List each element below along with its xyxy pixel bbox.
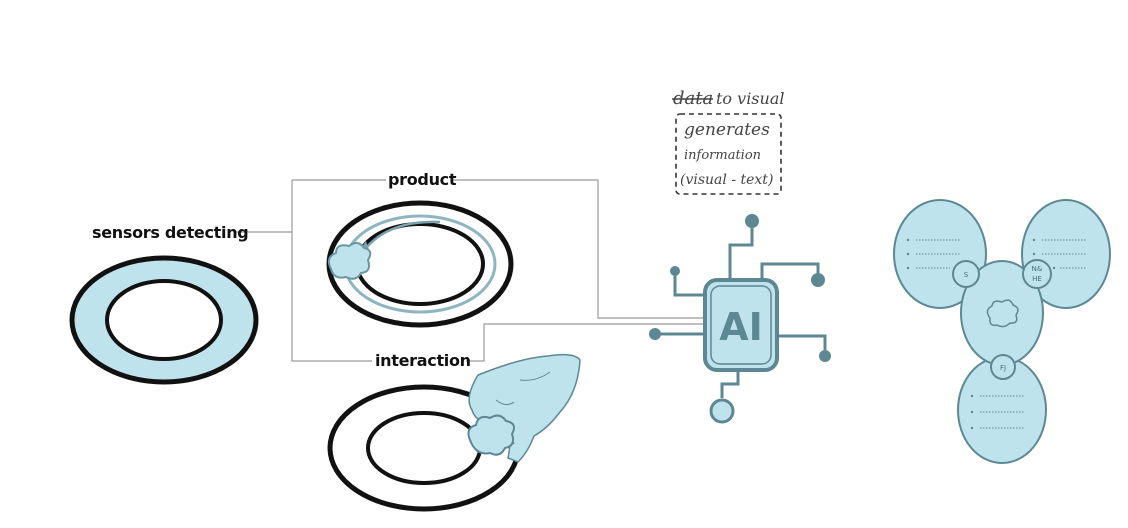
node-nhe bbox=[1022, 259, 1052, 289]
sensors-label: sensors detecting bbox=[92, 223, 248, 242]
node-fj bbox=[990, 354, 1016, 380]
center-cloud-icon bbox=[986, 299, 1019, 328]
note-line1: to visual bbox=[716, 89, 784, 108]
product-ring bbox=[326, 200, 514, 328]
product-label: product bbox=[388, 170, 457, 189]
connector-interaction-to-ai bbox=[466, 323, 705, 362]
note-line3: information bbox=[684, 148, 761, 163]
node-fj-label: FJ bbox=[1000, 364, 1006, 372]
interaction-label: interaction bbox=[375, 351, 471, 370]
note-line2: generates bbox=[684, 120, 770, 140]
ai-chip-circuit bbox=[655, 222, 827, 398]
product-rotation-arrow bbox=[365, 220, 441, 249]
handwritten-note: data to visual generates information (vi… bbox=[672, 88, 784, 195]
ai-chip: AI bbox=[703, 278, 779, 372]
product-cloud-icon bbox=[327, 242, 372, 280]
connectors bbox=[236, 179, 705, 362]
ai-chip-nodes bbox=[649, 214, 831, 424]
node-nhe-label-1: N& bbox=[1032, 265, 1043, 273]
node-s bbox=[952, 260, 980, 288]
note-dashed-box bbox=[675, 113, 782, 195]
interaction-cloud-icon bbox=[467, 414, 515, 456]
sensors-ring bbox=[69, 255, 259, 385]
connector-sensors-bracket bbox=[236, 179, 386, 362]
bubble-bullet-lines bbox=[906, 238, 1086, 430]
bubble-cluster bbox=[893, 199, 1111, 464]
node-nhe-label-2: HE bbox=[1032, 275, 1042, 283]
ai-chip-label: AI bbox=[719, 305, 763, 349]
note-line4: (visual - text) bbox=[680, 172, 773, 188]
node-s-label: S bbox=[964, 271, 969, 279]
connector-product-to-ai bbox=[452, 179, 705, 319]
